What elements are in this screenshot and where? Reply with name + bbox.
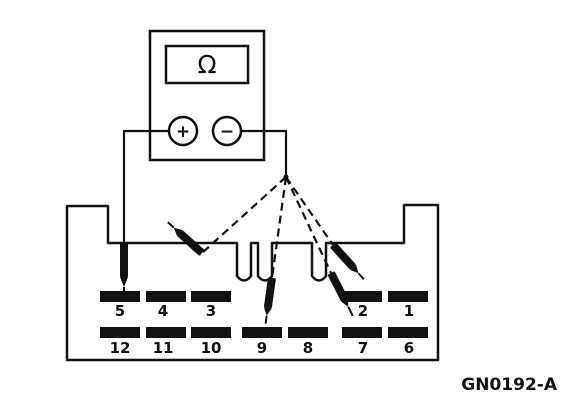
pin-6: [388, 327, 428, 338]
pin-label-10: 10: [201, 339, 222, 357]
pin-label-3: 3: [206, 302, 216, 320]
connector-outline: [65, 203, 440, 362]
pin-1: [388, 291, 428, 302]
positive-terminal-label: +: [176, 122, 190, 142]
figure-id: GN0192-A: [461, 375, 558, 395]
pin-3: [191, 291, 231, 302]
pin-label-7: 7: [358, 339, 368, 357]
pin-label-1: 1: [404, 302, 414, 320]
pin-labels: 5 4 3 2 1 12 11 10 9 8 7 6: [110, 302, 415, 357]
positive-lead-wire: [122, 129, 169, 243]
probe-pin-4: [167, 221, 205, 256]
probe-pin-9: [263, 277, 276, 324]
connector-housing: [65, 203, 440, 362]
ohmmeter-display: [164, 44, 250, 85]
pin-label-5: 5: [115, 302, 125, 320]
pin-8: [288, 327, 328, 338]
probe-pin-7: [327, 271, 354, 317]
pin-12: [100, 327, 140, 338]
pin-9: [242, 327, 282, 338]
lead-junction: [283, 174, 289, 180]
pin-2: [342, 291, 382, 302]
negative-terminal-label: −: [220, 122, 234, 142]
pin-label-2: 2: [358, 302, 368, 320]
pin-label-9: 9: [257, 339, 267, 357]
pin-5: [100, 291, 140, 302]
pin-label-12: 12: [110, 339, 131, 357]
pin-10: [191, 327, 231, 338]
dashed-probe-paths: [201, 176, 334, 279]
pin-label-6: 6: [404, 339, 414, 357]
negative-lead-wire: [241, 129, 288, 177]
ohm-symbol: Ω: [197, 50, 216, 79]
pin-label-4: 4: [158, 302, 168, 320]
pin-11: [146, 327, 186, 338]
ohmmeter: Ω + −: [148, 29, 266, 162]
pin-label-11: 11: [153, 339, 174, 357]
pin-7: [342, 327, 382, 338]
terminal-pins: [100, 291, 428, 338]
pin-4: [146, 291, 186, 302]
test-leads: [122, 129, 288, 243]
pin-label-8: 8: [303, 339, 313, 357]
dashed-path-to-pin-7: [285, 176, 332, 274]
probe-tips: [120, 221, 365, 324]
probe-positive-pin-5: [120, 243, 128, 295]
dashed-path-to-pin-9: [270, 176, 288, 279]
dashed-path-to-pin-4: [201, 176, 287, 254]
probe-pin-2: [330, 242, 365, 280]
dashed-path-to-pin-2: [285, 176, 334, 246]
